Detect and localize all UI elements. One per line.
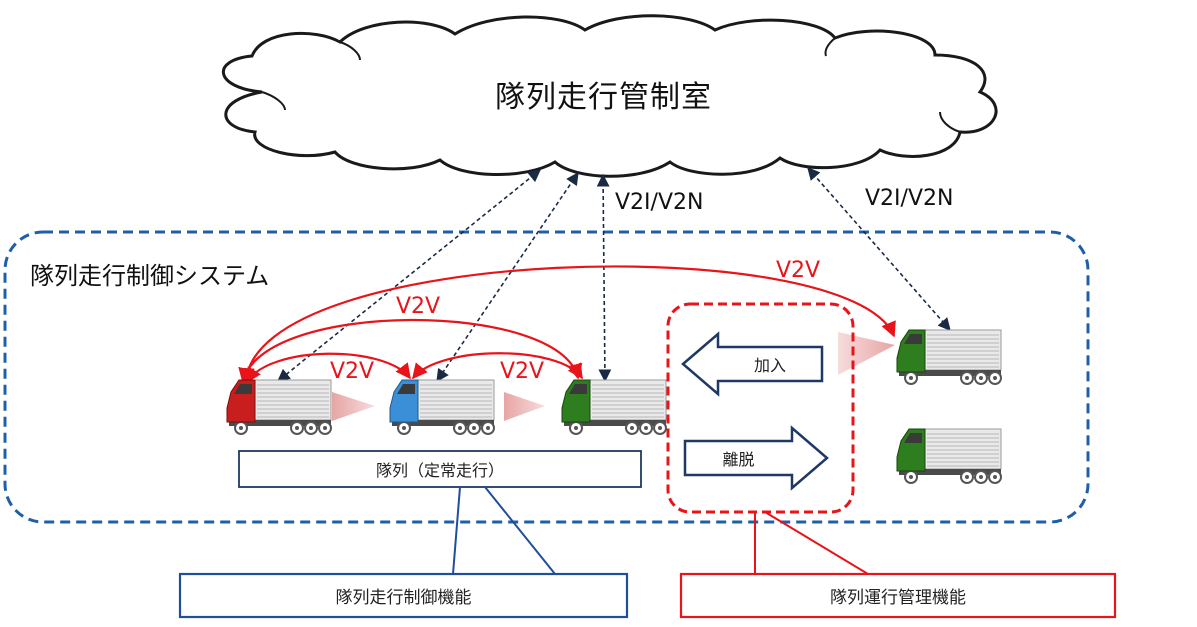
v2i-link-green	[596, 173, 612, 383]
v2v-long-arc	[239, 265, 896, 384]
system-title: 隊列走行制御システム	[30, 262, 270, 290]
maneuver-box	[666, 302, 855, 514]
v2i-label-center: V2I/V2N	[615, 190, 704, 215]
v2v-label-right: V2V	[500, 359, 545, 384]
function-connectors	[440, 486, 872, 575]
control-function-label: 隊列走行制御機能	[335, 588, 472, 608]
truck-icon	[226, 379, 332, 435]
v2v-left-arc	[246, 352, 411, 384]
arrow-right-icon	[683, 425, 829, 491]
truck-icon	[896, 329, 1002, 385]
arrow-left-icon	[681, 331, 824, 397]
v2v-mid-arc	[238, 318, 583, 384]
v2v-label-long: V2V	[776, 258, 821, 283]
cloud-shape	[221, 14, 998, 178]
leave-label: 離脱	[722, 450, 755, 469]
v2v-label-left: V2V	[330, 359, 375, 384]
v2i-label-right: V2I/V2N	[865, 186, 954, 211]
v2i-link-joiner	[807, 167, 951, 331]
join-label: 加入	[753, 356, 786, 375]
platoon-label-box	[238, 450, 642, 488]
truck-icon	[561, 379, 667, 435]
v2i-link-red	[277, 169, 541, 382]
truck-icon	[896, 428, 1002, 484]
sensor-beams	[332, 332, 895, 421]
platoon-label: 隊列（定常走行）	[375, 461, 504, 480]
v2v-label-mid: V2V	[396, 294, 441, 319]
truck-icon	[389, 379, 495, 435]
management-function-label: 隊列運行管理機能	[830, 588, 966, 608]
cloud-title: 隊列走行管制室	[495, 80, 712, 115]
v2v-right-arc	[412, 352, 583, 380]
management-function-box	[679, 572, 1117, 619]
control-function-box	[178, 572, 629, 619]
v2v-links	[238, 265, 896, 384]
